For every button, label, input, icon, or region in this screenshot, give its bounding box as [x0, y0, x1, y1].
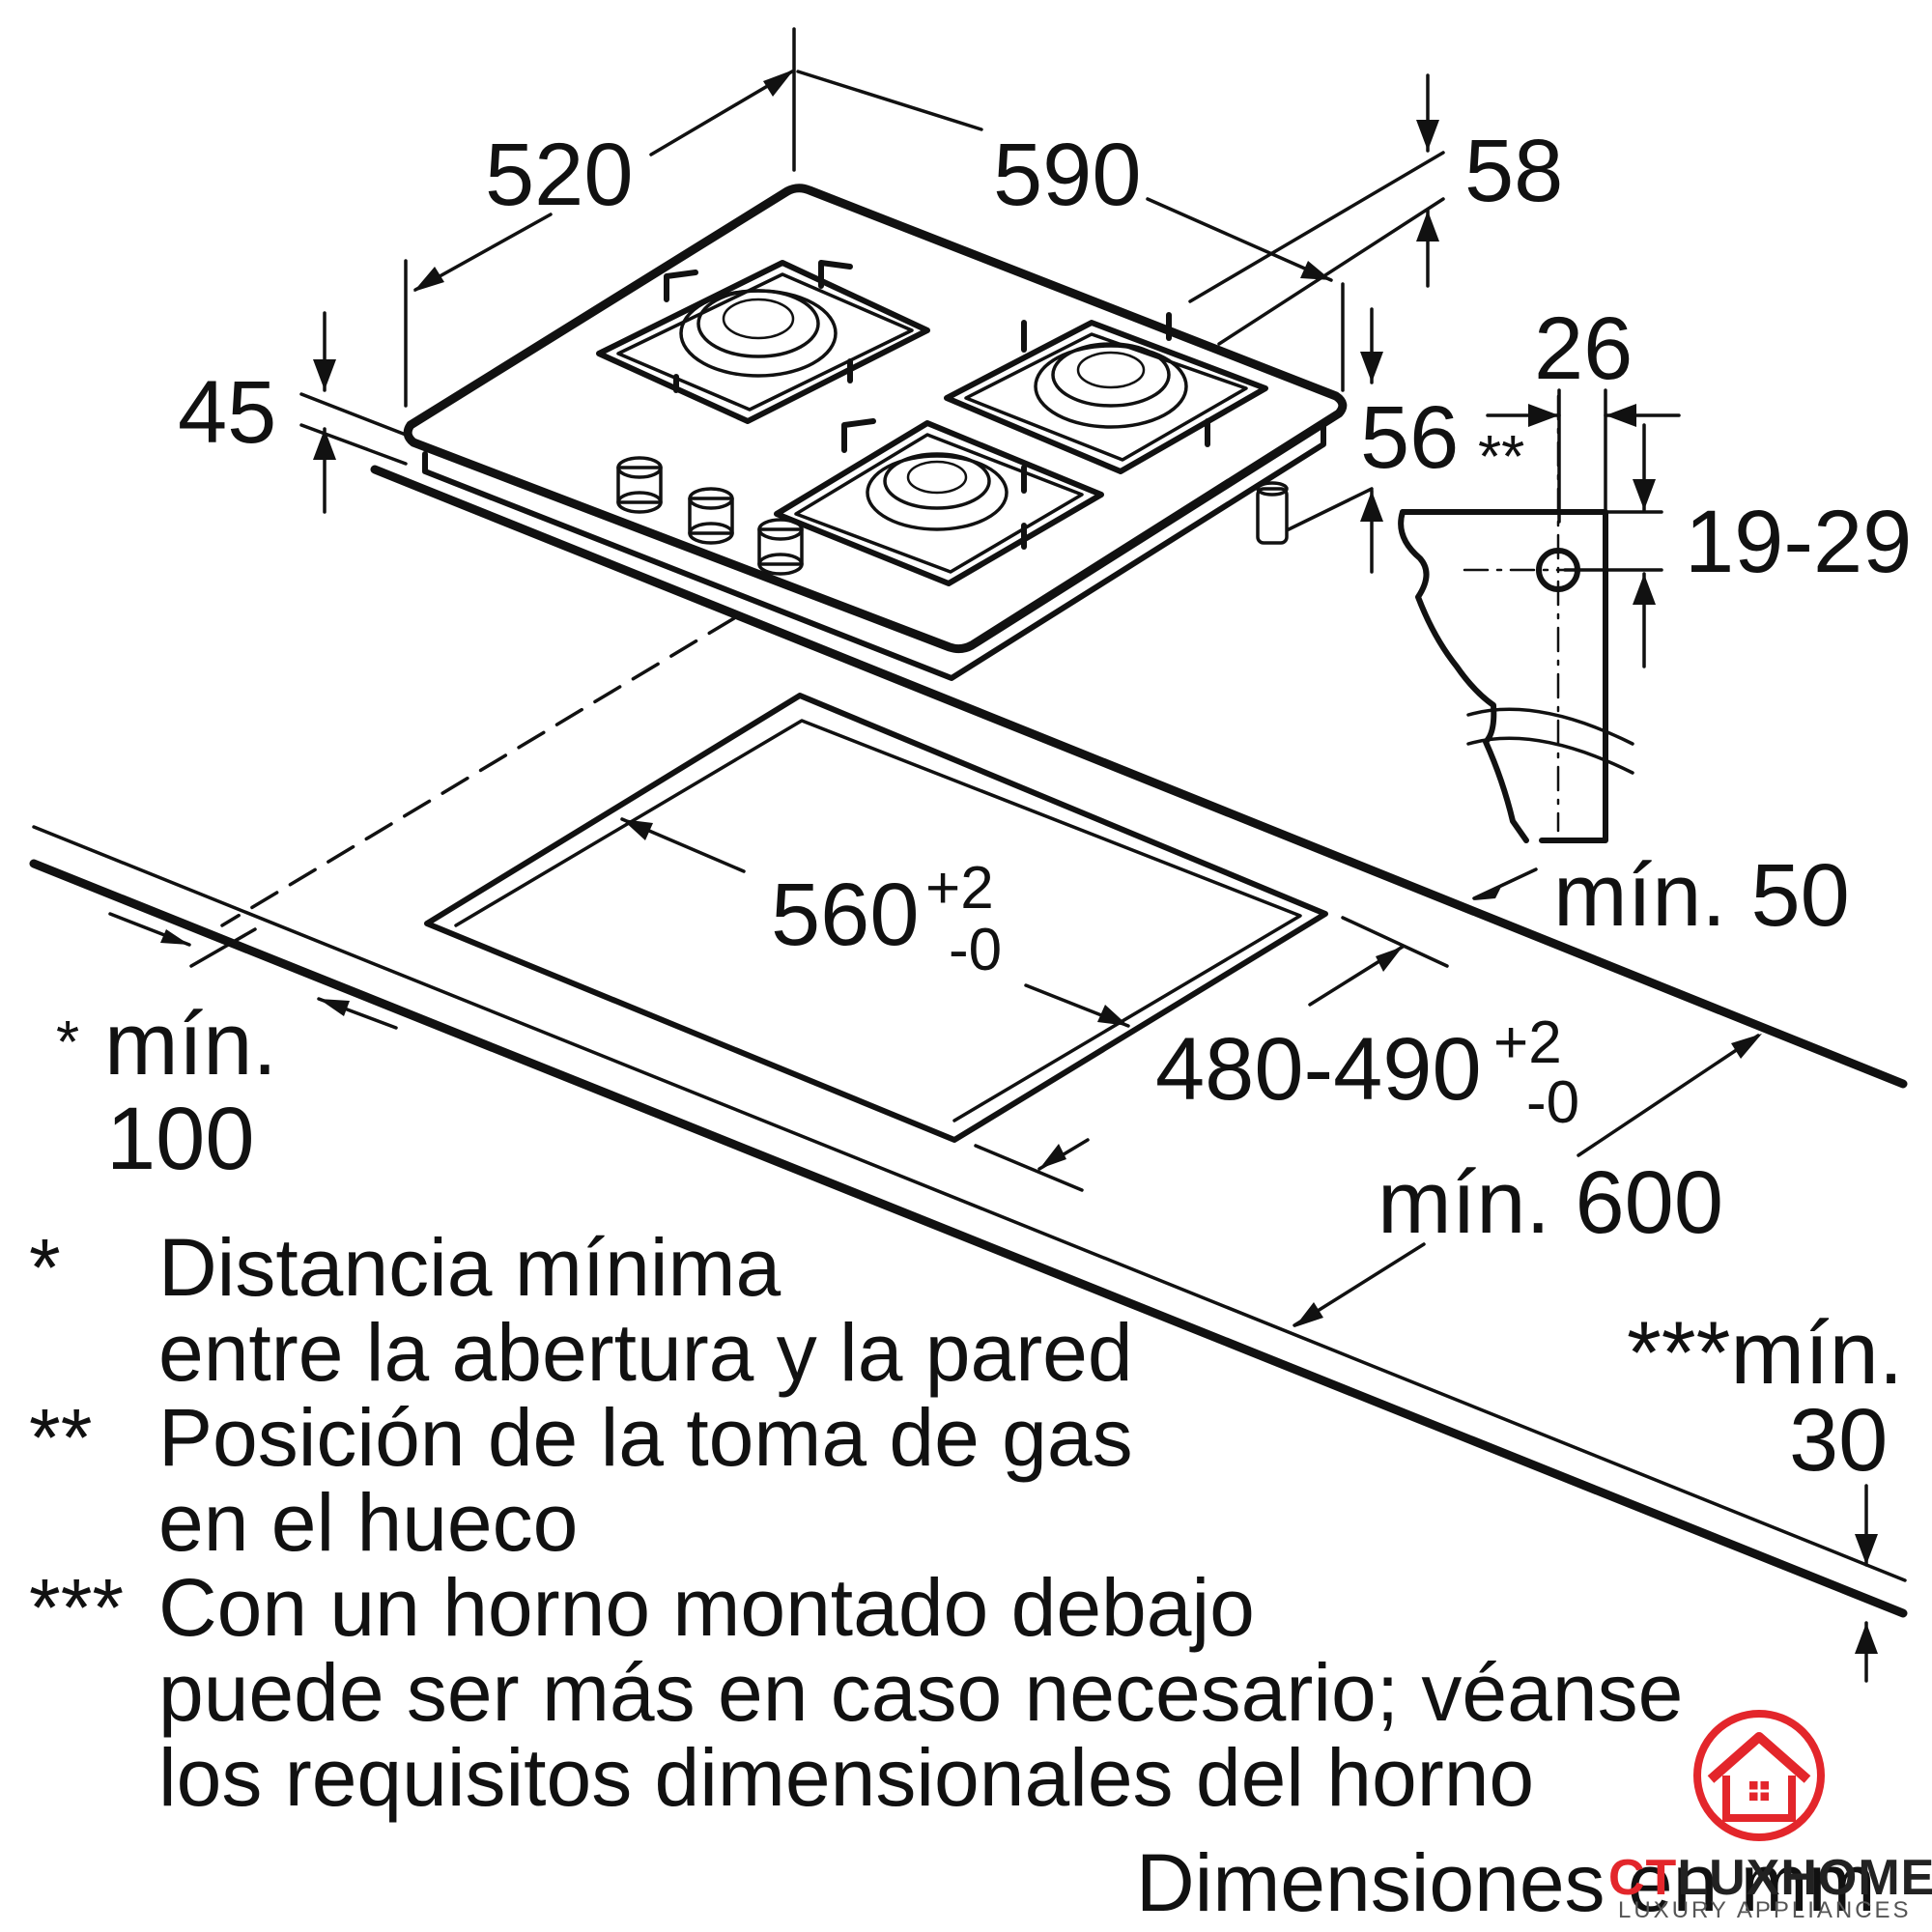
- control-knob: [757, 518, 804, 576]
- dim-gas-19-29: 19-29: [1685, 493, 1912, 591]
- footnote-line: Con un horno montado debajo: [158, 1562, 1255, 1653]
- dim-height-58: 58: [1464, 122, 1563, 220]
- dim-min-600: mín. 600: [1378, 1153, 1723, 1252]
- dim-cutout-480-490-minus: -0: [1526, 1069, 1579, 1136]
- logo-brand-left: CT: [1608, 1850, 1678, 1906]
- dim-min-100-star: *: [56, 1009, 79, 1076]
- logo-brand-text: CTLUXHOME: [1608, 1849, 1932, 1907]
- house-logo-icon: [1693, 1710, 1825, 1841]
- dim-height-45: 45: [178, 363, 276, 462]
- dim-cutout-560-plus: +2: [925, 855, 994, 922]
- dim-depth-520: 520: [485, 126, 634, 224]
- dim-min-50: mín. 50: [1553, 846, 1850, 945]
- units-label: Dimensiones en mm: [1136, 1837, 1876, 1928]
- footnote-2: ** Posición de la toma de gas en el huec…: [29, 1395, 1748, 1565]
- burner: [774, 418, 1104, 586]
- footnote-line: Distancia mínima: [158, 1222, 781, 1313]
- footnote-line: Posición de la toma de gas: [158, 1392, 1133, 1483]
- footnote-line: entre la abertura y la pared: [158, 1307, 1133, 1398]
- dim-width-590: 590: [993, 126, 1142, 224]
- dim-min-30-label: ***mín.: [1627, 1304, 1903, 1403]
- footnote-line: puede ser más en caso necesario; véanse: [158, 1647, 1684, 1738]
- brand-logo: CTLUXHOME LUXURY APPLIANCES: [1599, 1700, 1932, 1923]
- burner: [596, 260, 930, 424]
- dim-cutout-480-490: 480-490: [1155, 1020, 1482, 1119]
- logo-tagline: LUXURY APPLIANCES: [1618, 1897, 1912, 1923]
- logo-brand-right: LUXHOME: [1677, 1850, 1932, 1906]
- dim-min-100-value: 100: [106, 1090, 255, 1188]
- footnote-mark: ***: [29, 1562, 125, 1653]
- footnote-3: *** Con un horno montado debajo puede se…: [29, 1565, 1748, 1820]
- gas-marker: **: [1478, 424, 1524, 491]
- footnote-line: en el hueco: [158, 1477, 579, 1568]
- footnote-line: los requisitos dimensionales del horno: [158, 1732, 1535, 1823]
- control-knob: [616, 456, 663, 514]
- dim-cutout-560-minus: -0: [949, 917, 1002, 983]
- dim-cutout-480-490-plus: +2: [1493, 1009, 1562, 1076]
- footnote-mark: *: [29, 1222, 61, 1313]
- dim-min-100-label: mín.: [104, 995, 277, 1094]
- cooktop-drawing: [370, 184, 1908, 1089]
- footnotes: * Distancia mínima entre la abertura y l…: [29, 1225, 1748, 1820]
- dim-min-30-value: 30: [1789, 1391, 1888, 1490]
- dimension-lines: [108, 27, 1878, 1683]
- dim-cutout-560: 560: [771, 866, 920, 964]
- footnote-mark: **: [29, 1392, 93, 1483]
- dim-gas-26: 26: [1534, 299, 1633, 398]
- dim-offset-56: 56: [1360, 388, 1459, 487]
- gas-inlet-detail: [1398, 394, 1640, 843]
- control-knob: [688, 487, 734, 545]
- burner: [944, 312, 1268, 474]
- footnote-1: * Distancia mínima entre la abertura y l…: [29, 1225, 1748, 1395]
